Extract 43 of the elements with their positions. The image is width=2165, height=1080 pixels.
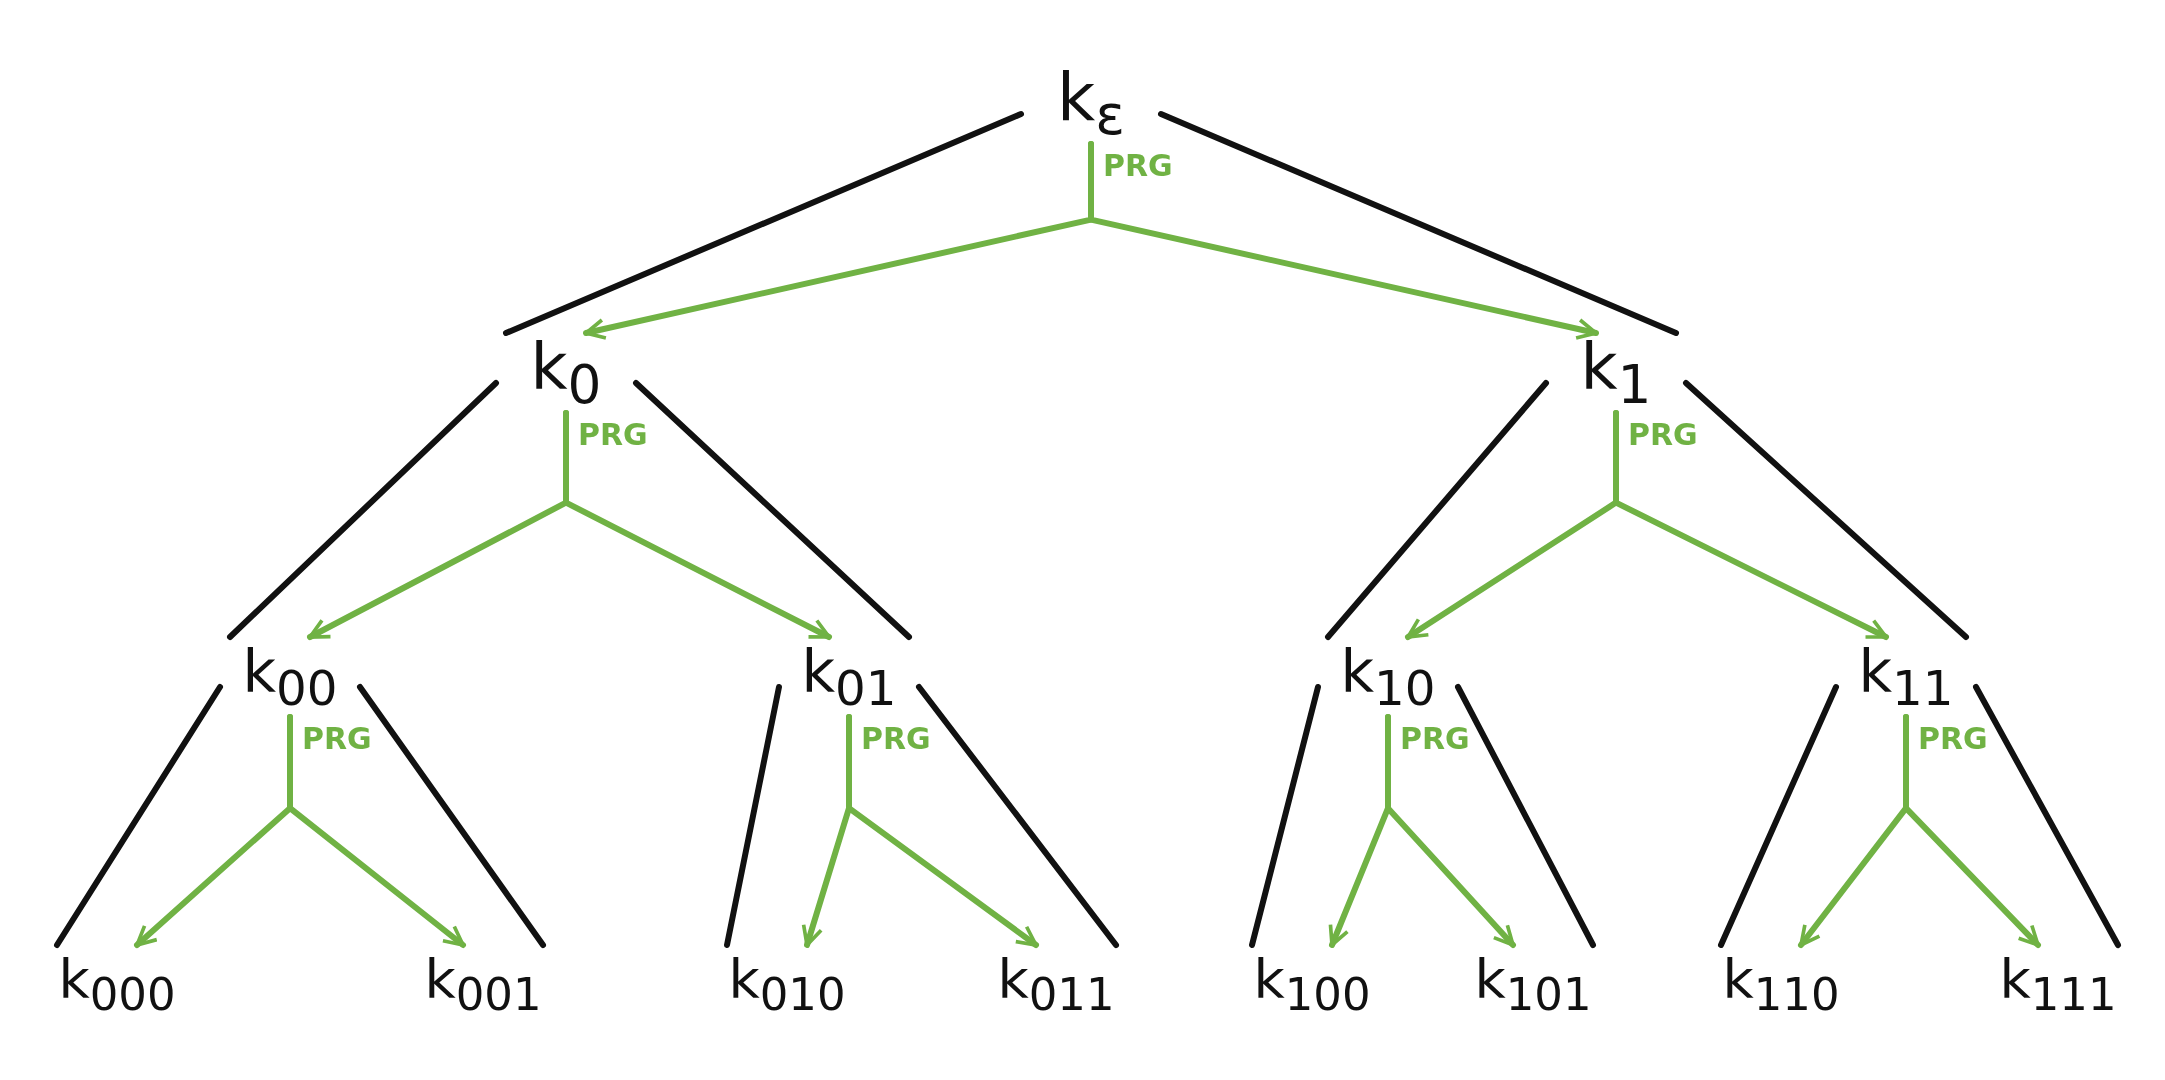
tree-line [1158,111,1679,336]
prg-arrow [1613,410,1889,640]
key-label: k$_{101}$ [1474,953,1592,1017]
key-label: k$_{0}$ [530,334,602,412]
prg-arrow [1088,141,1599,340]
tree-line [1718,684,1839,948]
key-label: k$_{ε}$ [1057,64,1125,144]
tree-line [357,684,546,948]
tree-line [503,111,1024,336]
prg-arrow [1385,714,1516,948]
key-label: k$_{010}$ [728,953,846,1017]
key-label: k$_{10}$ [1340,642,1436,712]
tree-line [1973,684,2121,948]
tree-line [54,684,223,948]
tree-line [916,684,1119,948]
prg-label: PRG [1400,721,1470,756]
tree-line [227,380,499,640]
tree-line [1325,380,1549,640]
key-label: k$_{100}$ [1253,953,1371,1017]
prg-label: PRG [1628,417,1698,452]
key-label: k$_{1}$ [1580,334,1652,412]
tree-line [1683,380,1969,640]
key-label: k$_{110}$ [1722,953,1840,1017]
prg-arrow [287,714,466,948]
prg-arrow [1903,714,2041,948]
key-label: k$_{001}$ [424,953,542,1017]
tree-line [1249,684,1321,948]
prg-label: PRG [1103,148,1173,183]
key-label: k$_{00}$ [242,642,338,712]
key-label: k$_{01}$ [801,642,897,712]
prg-label: PRG [578,417,648,452]
key-label: k$_{11}$ [1858,642,1954,712]
tree-line [633,380,912,640]
tree-line [724,684,782,948]
prg-label: PRG [302,721,372,756]
key-label: k$_{111}$ [1999,953,2117,1017]
prg-arrow [846,714,1039,948]
prg-label: PRG [861,721,931,756]
prg-label: PRG [1918,721,1988,756]
key-label: k$_{011}$ [997,953,1115,1017]
prg-arrow [563,410,832,640]
tree-line [1455,684,1596,948]
key-label: k$_{000}$ [58,953,176,1017]
